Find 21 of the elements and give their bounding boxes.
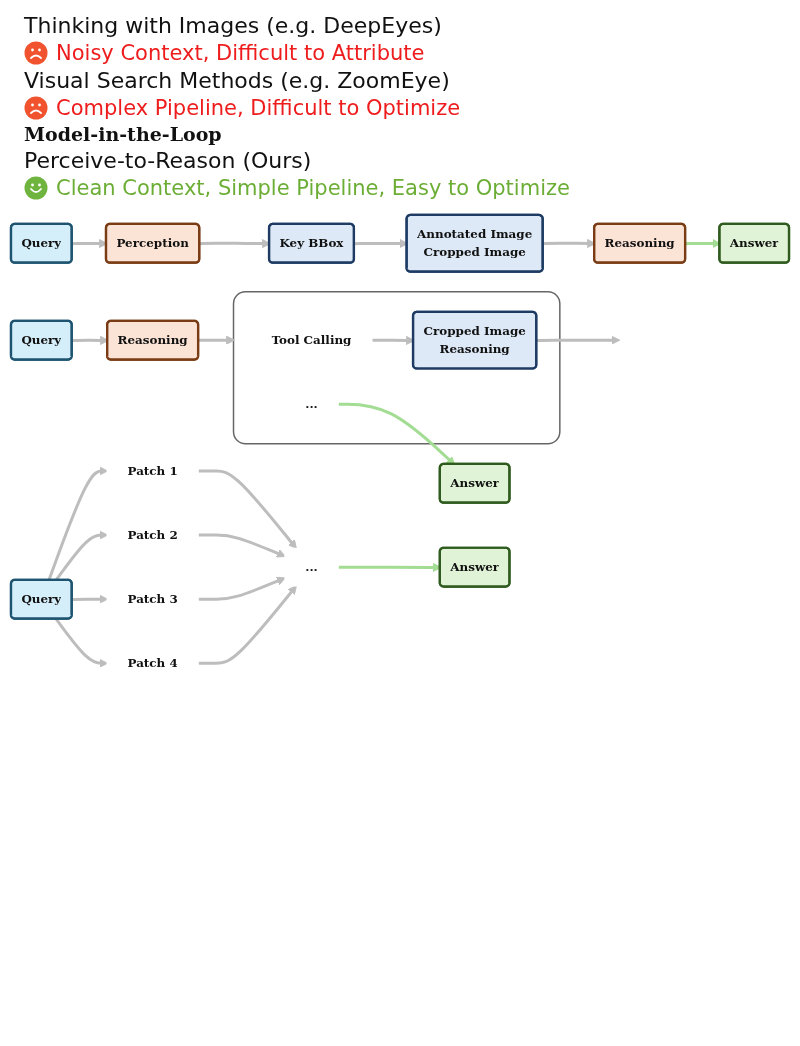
arrow <box>198 533 286 558</box>
node-text: ... <box>305 396 318 411</box>
summary-text: Clean Context, Simple Pipeline, Easy to Optimize <box>56 176 570 200</box>
summary-text: Complex Pipeline, Difficult to Optimize <box>56 96 461 120</box>
node-text: Patch 3 <box>127 591 178 606</box>
section-title: Perceive-to-Reason (Ours) <box>24 148 312 173</box>
cluster <box>232 291 561 445</box>
arrow <box>536 335 621 345</box>
node-text: ... <box>305 559 318 574</box>
node-text: Patch 1 <box>127 463 178 478</box>
caption-text: Model-in-the-Loop <box>24 123 222 145</box>
node-text: Patch 2 <box>127 527 178 542</box>
node-text: Tool Calling <box>271 332 352 347</box>
arrow <box>198 335 236 345</box>
arrow <box>198 469 297 550</box>
section-title: Visual Search Methods (e.g. ZoomEye) <box>24 68 450 93</box>
summary-text: Noisy Context, Difficult to Attribute <box>56 41 425 65</box>
node-text: Patch 4 <box>127 655 178 670</box>
arrow <box>198 576 286 601</box>
arrow <box>198 585 297 665</box>
section-title: Thinking with Images (e.g. DeepEyes) <box>24 13 442 38</box>
